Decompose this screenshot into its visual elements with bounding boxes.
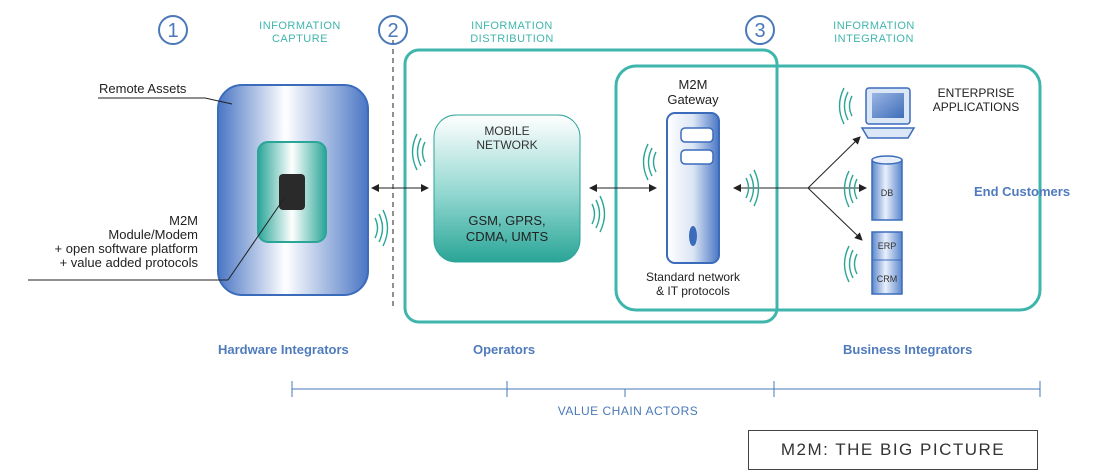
- wireless-icon-network-left: [411, 133, 426, 171]
- gateway-title: M2M Gateway: [646, 77, 740, 107]
- module-label-line: + open software platform: [54, 241, 198, 256]
- wireless-icon-module: [374, 209, 389, 247]
- remote-assets-leader: [204, 97, 233, 105]
- stage-number-1: 1: [158, 15, 188, 45]
- caption-line: CAPTURE: [271, 33, 329, 45]
- wireless-icon-gateway-right: [745, 169, 760, 207]
- mobile-network-tech-line: GSM, GPRS,: [468, 213, 546, 228]
- computer-screen: [872, 93, 904, 118]
- module-label: M2M Module/Modem + open software platfor…: [10, 214, 198, 270]
- gateway-title-line: Gateway: [667, 92, 719, 107]
- actor-operators: Operators: [473, 342, 536, 357]
- actor-business-integrators: Business Integrators: [843, 342, 973, 357]
- caption-line: INFORMATION: [471, 20, 553, 32]
- fan-arrow-enterprise: [807, 136, 861, 189]
- module-label-line: Module/Modem: [108, 227, 198, 242]
- wireless-icon-computer: [838, 87, 853, 125]
- erp-crm-server: [871, 231, 903, 295]
- mobile-network-title: MOBILE NETWORK: [434, 124, 580, 152]
- caption-line: INFORMATION: [833, 20, 915, 32]
- fan-arrow-erp: [807, 187, 863, 241]
- mobile-network-block: [433, 114, 581, 263]
- caption-line: INFORMATION: [259, 20, 341, 32]
- gateway-slot-1: [680, 127, 714, 143]
- db-cylinder: [871, 159, 903, 221]
- gateway-note: Standard network & IT protocols: [626, 270, 760, 298]
- actor-hardware-integrators: Hardware Integrators: [218, 342, 349, 357]
- erp-label: ERP: [877, 241, 897, 251]
- mobile-network-title-line: MOBILE: [484, 124, 530, 138]
- enterprise-label-line: ENTERPRISE: [937, 86, 1015, 100]
- mobile-network-tech-line: CDMA, UMTS: [465, 229, 549, 244]
- stage-caption-integration: INFORMATION INTEGRATION: [814, 20, 934, 46]
- caption-line: INTEGRATION: [834, 33, 914, 45]
- stage-number-3: 3: [745, 15, 775, 45]
- enterprise-label-line: APPLICATIONS: [932, 100, 1020, 114]
- wireless-icon-network-right: [591, 195, 606, 233]
- caption-line: DISTRIBUTION: [470, 33, 554, 45]
- enterprise-label: ENTERPRISE APPLICATIONS: [916, 86, 1036, 114]
- gateway-title-line: M2M: [678, 77, 708, 92]
- value-chain-label: VALUE CHAIN ACTORS: [557, 404, 699, 418]
- gateway-note-line: Standard network: [645, 270, 741, 284]
- crm-label: CRM: [876, 274, 898, 284]
- big-picture-title: M2M: THE BIG PICTURE: [748, 430, 1038, 470]
- module-label-line: + value added protocols: [59, 255, 198, 270]
- gateway-slot-2: [680, 149, 714, 165]
- wireless-icon-db: [843, 170, 858, 208]
- wireless-icon-gateway-left: [642, 143, 657, 181]
- value-chain-bracket: [291, 381, 1041, 397]
- db-cylinder-top: [871, 155, 903, 165]
- wireless-icon-erp: [843, 245, 858, 283]
- computer-keyboard: [860, 127, 916, 139]
- stage-number-2: 2: [378, 15, 408, 45]
- mobile-network-tech: GSM, GPRS, CDMA, UMTS: [434, 213, 580, 245]
- stage-caption-capture: INFORMATION CAPTURE: [240, 20, 360, 46]
- m2m-chip: [279, 174, 305, 210]
- gateway-light: [689, 226, 697, 246]
- remote-assets-label: Remote Assets: [99, 81, 187, 96]
- end-customers-label: End Customers: [974, 184, 1071, 199]
- stage-caption-distribution: INFORMATION DISTRIBUTION: [452, 20, 572, 46]
- module-leader: [227, 196, 286, 281]
- mobile-network-title-line: NETWORK: [476, 138, 538, 152]
- db-label: DB: [880, 188, 894, 198]
- module-label-line: M2M: [169, 213, 198, 228]
- gateway-note-line: & IT protocols: [656, 284, 730, 298]
